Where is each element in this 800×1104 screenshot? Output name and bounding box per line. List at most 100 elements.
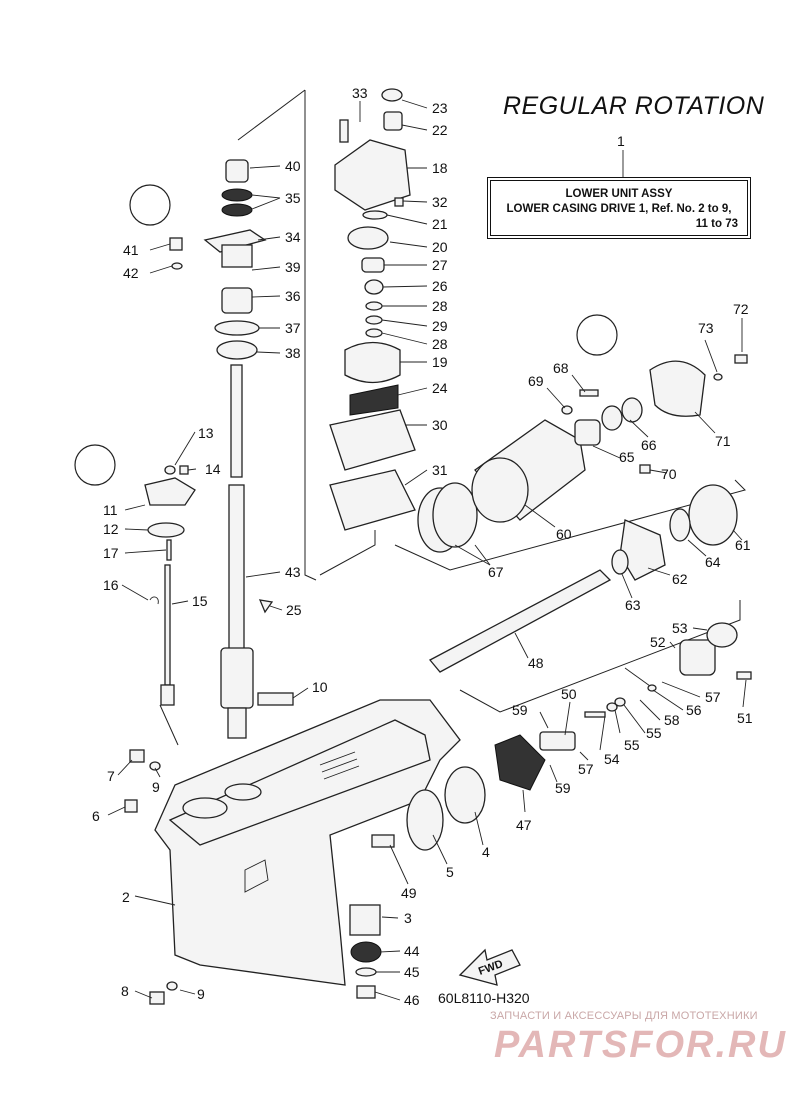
callout-47[interactable]: 47 [516,817,532,833]
callout-13[interactable]: 13 [198,425,214,441]
callout-52[interactable]: 52 [650,634,666,650]
callout-22[interactable]: 22 [432,122,448,138]
callout-34[interactable]: 34 [285,229,301,245]
callout-20[interactable]: 20 [432,239,448,255]
lower-casing[interactable] [154,699,461,986]
callout-39[interactable]: 39 [285,259,301,275]
callout-69[interactable]: 69 [528,373,544,389]
callout-36[interactable]: 36 [285,288,301,304]
callout-55-b[interactable]: 55 [646,725,662,741]
callout-11[interactable]: 11 [103,502,118,518]
callout-48[interactable]: 48 [528,655,544,671]
callout-19[interactable]: 19 [432,354,448,370]
callout-33[interactable]: 33 [352,85,368,101]
callout-10[interactable]: 10 [312,679,328,695]
propshaft-group-frame [459,600,741,713]
callout-45[interactable]: 45 [404,964,420,980]
callout-30[interactable]: 30 [432,417,448,433]
assy-line-3: 11 to 73 [695,218,738,230]
callout-59-lower[interactable]: 59 [555,780,571,796]
callout-50[interactable]: 50 [561,686,577,702]
callout-72[interactable]: 72 [733,301,749,317]
callout-46[interactable]: 46 [404,992,420,1008]
propshaft-group[interactable] [428,569,752,751]
callout-5[interactable]: 5 [446,864,454,880]
grease-icon [129,184,171,226]
water-pump-group[interactable] [329,88,416,531]
casing-bore-2 [224,783,262,801]
callout-73[interactable]: 73 [698,320,714,336]
callout-56[interactable]: 56 [686,702,702,718]
callout-61[interactable]: 61 [735,537,751,553]
callout-3[interactable]: 3 [404,910,412,926]
watermark-tagline: ЗАПЧАСТИ И АКСЕССУАРЫ ДЛЯ МОТОТЕХНИКИ [490,1010,758,1022]
callout-66[interactable]: 66 [641,437,657,453]
callout-49[interactable]: 49 [401,885,417,901]
callout-40[interactable]: 40 [285,158,301,174]
assy-callout-1[interactable]: 1 [617,133,625,149]
callout-62[interactable]: 62 [672,571,688,587]
callout-8[interactable]: 8 [121,983,129,999]
diagram-reference-code: 60L8110-H320 [438,990,530,1006]
group-frames [159,89,746,746]
callout-17[interactable]: 17 [103,545,119,561]
assy-line-2: LOWER CASING DRIVE 1, Ref. No. 2 to 9, [506,203,732,215]
callout-53[interactable]: 53 [672,620,688,636]
callout-27[interactable]: 27 [432,257,448,273]
shift-rod-group[interactable] [144,465,196,706]
callout-37[interactable]: 37 [285,320,301,336]
callout-55-a[interactable]: 55 [624,737,640,753]
callout-4[interactable]: 4 [482,844,490,860]
callout-67[interactable]: 67 [488,564,504,580]
callout-41[interactable]: 41 [123,242,139,258]
callout-57-upper[interactable]: 57 [705,689,721,705]
propshaft-housing-group[interactable] [417,354,748,581]
driveshaft-upper [230,364,243,478]
callout-9-lower[interactable]: 9 [197,986,205,1002]
shift-rod-group-frame [159,704,179,746]
leader-lines [107,99,747,1001]
callout-25[interactable]: 25 [286,602,302,618]
callout-18[interactable]: 18 [432,160,448,176]
callout-26[interactable]: 26 [432,278,448,294]
callout-35[interactable]: 35 [285,190,301,206]
callout-23[interactable]: 23 [432,100,448,116]
callout-42[interactable]: 42 [123,265,139,281]
callout-59-upper[interactable]: 59 [512,702,528,718]
callout-43[interactable]: 43 [285,564,301,580]
grease-icon [576,314,618,356]
callout-16[interactable]: 16 [103,577,119,593]
callout-28-lower[interactable]: 28 [432,336,448,352]
callout-9-upper[interactable]: 9 [152,779,160,795]
callout-15[interactable]: 15 [192,593,208,609]
callout-63[interactable]: 63 [625,597,641,613]
callout-21[interactable]: 21 [432,216,448,232]
callout-32[interactable]: 32 [432,194,448,210]
callout-68[interactable]: 68 [553,360,569,376]
driveshaft-lower [228,484,245,651]
callout-31[interactable]: 31 [432,462,448,478]
callout-57-lower[interactable]: 57 [578,761,594,777]
callout-44[interactable]: 44 [404,943,420,959]
callout-65[interactable]: 65 [619,449,635,465]
gearcase-internals[interactable] [124,599,546,1005]
callout-70[interactable]: 70 [661,466,677,482]
o-ring-67-b [432,482,478,548]
callout-38[interactable]: 38 [285,345,301,361]
callout-60[interactable]: 60 [556,526,572,542]
callout-7[interactable]: 7 [107,768,115,784]
callout-12[interactable]: 12 [103,521,119,537]
callout-2[interactable]: 2 [122,889,130,905]
callout-58[interactable]: 58 [664,712,680,728]
driveshaft-group[interactable] [169,159,267,739]
callout-14[interactable]: 14 [205,461,221,477]
callout-51[interactable]: 51 [737,710,753,726]
callout-6[interactable]: 6 [92,808,100,824]
callout-24[interactable]: 24 [432,380,448,396]
callout-71[interactable]: 71 [715,433,731,449]
callout-64[interactable]: 64 [705,554,721,570]
callout-28-upper[interactable]: 28 [432,298,448,314]
callout-29[interactable]: 29 [432,318,448,334]
callout-54[interactable]: 54 [604,751,620,767]
